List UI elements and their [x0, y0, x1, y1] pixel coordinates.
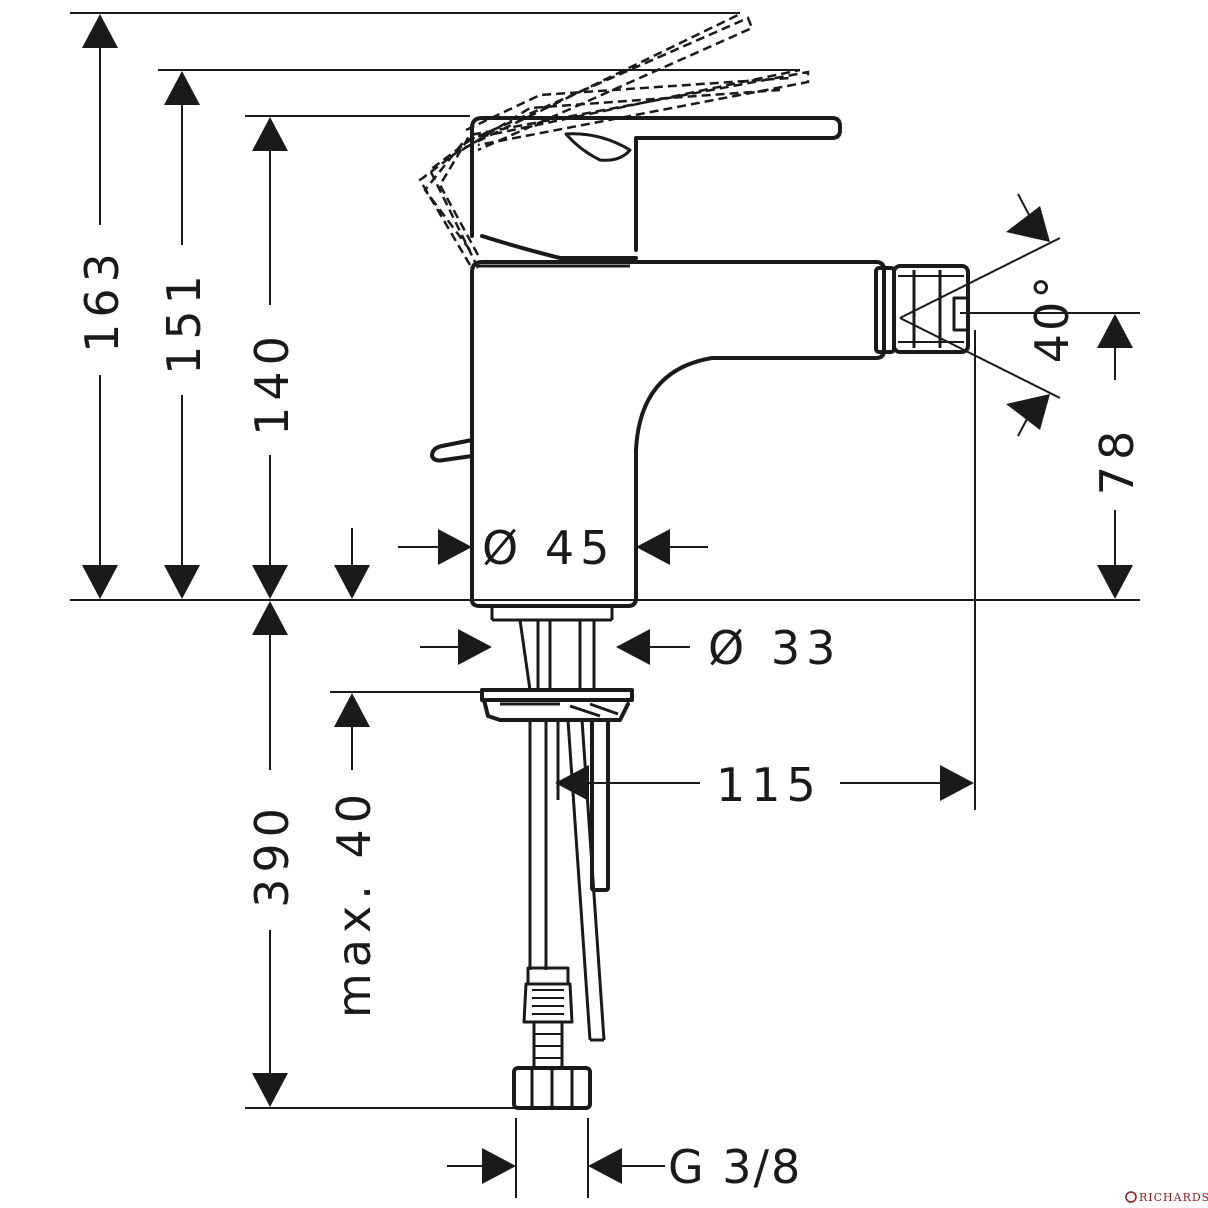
arrow-up	[82, 14, 118, 48]
watermark-text: RICHARDSON	[1139, 1191, 1208, 1204]
arrow-up	[252, 117, 288, 151]
dim-label-g-3-8: G 3/8	[668, 1140, 802, 1194]
arrow-down	[164, 565, 200, 599]
dimension-151: 151	[157, 71, 211, 599]
faucet-body	[470, 260, 886, 608]
arrow-down	[1097, 565, 1133, 599]
dim-label-151: 151	[157, 269, 211, 375]
arrow-up	[1097, 314, 1133, 348]
connection-nut	[512, 1066, 592, 1110]
arrow-up	[1006, 394, 1050, 430]
arrow-down	[334, 565, 370, 599]
dim-label-390: 390	[245, 802, 299, 908]
pop-up-rod-knob	[430, 438, 474, 463]
extension-lines	[70, 12, 1140, 1198]
arrow-right	[458, 629, 492, 665]
dimension-diameter-33: Ø 33	[420, 621, 841, 675]
dim-label-78: 78	[1090, 425, 1144, 496]
arrow-down	[82, 565, 118, 599]
hose-crimp	[522, 966, 574, 1070]
dim-label-diameter-33: Ø 33	[708, 621, 841, 675]
arrow-left	[588, 1148, 622, 1184]
lever-alternate-positions	[418, 12, 810, 269]
arrow-right	[482, 1148, 516, 1184]
aerator	[874, 264, 970, 354]
dimension-angle-40: 40°	[899, 193, 1079, 437]
arrow-down	[252, 565, 288, 599]
dimension-78: 78	[1090, 314, 1144, 599]
dim-label-163: 163	[75, 247, 129, 353]
dimension-diameter-45: Ø 45	[398, 521, 708, 575]
arrow-up	[334, 693, 370, 727]
dimension-115: 115	[555, 758, 974, 812]
arrow-right	[438, 529, 472, 565]
dimension-g-3-8: G 3/8	[447, 1140, 802, 1194]
dim-label-140: 140	[245, 330, 299, 436]
watermark-logo: RICHARDSON	[1125, 1191, 1208, 1204]
dimension-163: 163	[75, 14, 129, 599]
arrow-left	[616, 629, 650, 665]
dim-label-diameter-45: Ø 45	[482, 521, 615, 575]
arrow-up	[164, 71, 200, 105]
dim-label-angle: 40°	[1025, 273, 1079, 364]
dimension-max-40: max. 40	[327, 528, 381, 1018]
dim-label-max-40: max. 40	[327, 788, 381, 1018]
arrow-down	[1006, 206, 1050, 242]
dim-label-115: 115	[716, 758, 822, 812]
arrow-down	[252, 1073, 288, 1107]
dimension-140: 140	[245, 117, 299, 599]
arrow-right	[940, 765, 974, 801]
arrow-up	[252, 601, 288, 635]
supply-hose	[528, 718, 610, 1042]
arrow-left	[636, 529, 670, 565]
dimension-390: 390	[245, 601, 299, 1107]
lever-handle	[470, 116, 842, 260]
mounting-assembly	[480, 606, 634, 722]
